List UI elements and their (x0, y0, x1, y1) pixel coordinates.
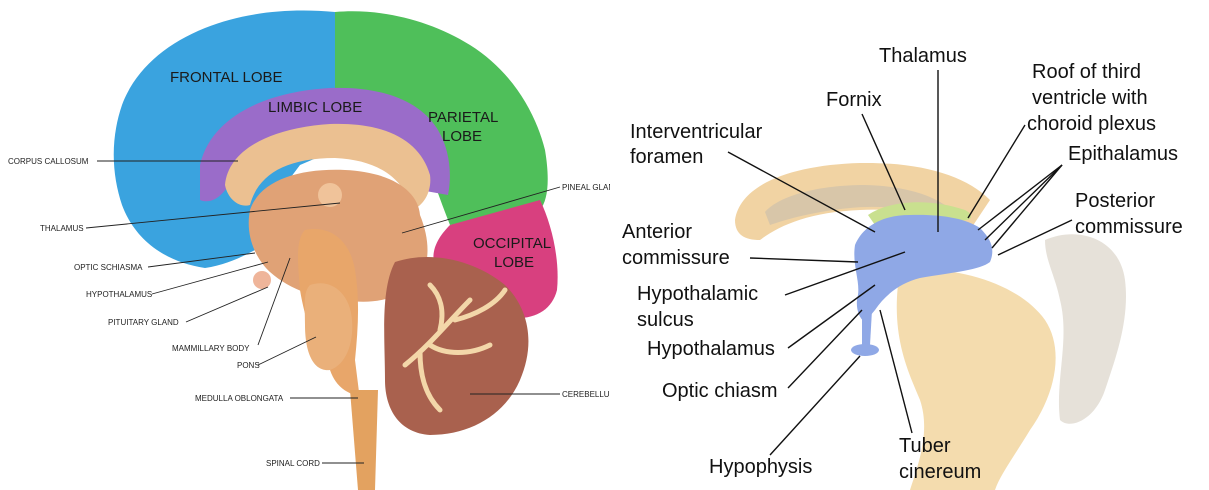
right-brain-svg: Thalamus Fornix Roof of third ventricle … (600, 0, 1209, 490)
label-anterior-2: commissure (622, 247, 730, 269)
label-optic-chiasm: Optic chiasm (662, 380, 778, 402)
label-thalamus: THALAMUS (40, 224, 84, 233)
label-roof-3: choroid plexus (1027, 113, 1156, 135)
hypophysis-shape (851, 344, 879, 356)
label-spinal-cord: SPINAL CORD (266, 459, 320, 468)
label-hypophysis: Hypophysis (709, 456, 812, 478)
label-epithalamus: Epithalamus (1068, 143, 1178, 165)
label-anterior-1: Anterior (622, 221, 692, 243)
label-hypothalamic-1: Hypothalamic (637, 283, 758, 305)
label-posterior-2: commissure (1075, 216, 1183, 238)
label-optic-schiasma: OPTIC SCHIASMA (74, 263, 143, 272)
label-tuber-2: cinereum (899, 461, 981, 483)
pituitary-shape (253, 271, 271, 289)
frontal-lobe-label: FRONTAL LOBE (170, 69, 283, 86)
label-interventricular-1: Interventricular (630, 121, 763, 143)
label-tuber-1: Tuber (899, 435, 951, 457)
label-interventricular-2: foramen (630, 146, 703, 168)
parietal-lobe-label-2: LOBE (442, 128, 482, 145)
spinal-cord-shape (350, 390, 378, 490)
label-posterior-1: Posterior (1075, 190, 1155, 212)
label-pituitary-gland: PITUITARY GLAND (108, 318, 179, 327)
occipital-lobe-label-2: LOBE (494, 254, 534, 271)
label-roof-1: Roof of third (1032, 61, 1141, 83)
label-hypothalamic-2: sulcus (637, 309, 694, 331)
label-thalamus-r: Thalamus (879, 45, 967, 67)
label-corpus-callosum: CORPUS CALLOSUM (8, 157, 89, 166)
pituitary-stalk-shape (862, 305, 872, 345)
occipital-lobe-label-1: OCCIPITAL (473, 235, 551, 252)
label-pons: PONS (237, 361, 260, 370)
label-fornix: Fornix (826, 89, 882, 111)
left-brain-svg: FRONTAL LOBE LIMBIC LOBE PARIETAL LOBE O… (0, 0, 610, 490)
right-diencephalon-diagram: Thalamus Fornix Roof of third ventricle … (600, 0, 1209, 490)
parietal-lobe-label-1: PARIETAL (428, 109, 498, 126)
cerebellum-right-shape (1045, 234, 1126, 423)
left-brain-diagram: FRONTAL LOBE LIMBIC LOBE PARIETAL LOBE O… (0, 0, 610, 490)
label-hypothalamus: HYPOTHALAMUS (86, 290, 152, 299)
label-roof-2: ventricle with (1032, 87, 1148, 109)
label-hypothalamus-r: Hypothalamus (647, 338, 775, 360)
limbic-lobe-label: LIMBIC LOBE (268, 99, 362, 116)
label-mammillary-body: MAMMILLARY BODY (172, 344, 250, 353)
label-medulla-oblongata: MEDULLA OBLONGATA (195, 394, 284, 403)
